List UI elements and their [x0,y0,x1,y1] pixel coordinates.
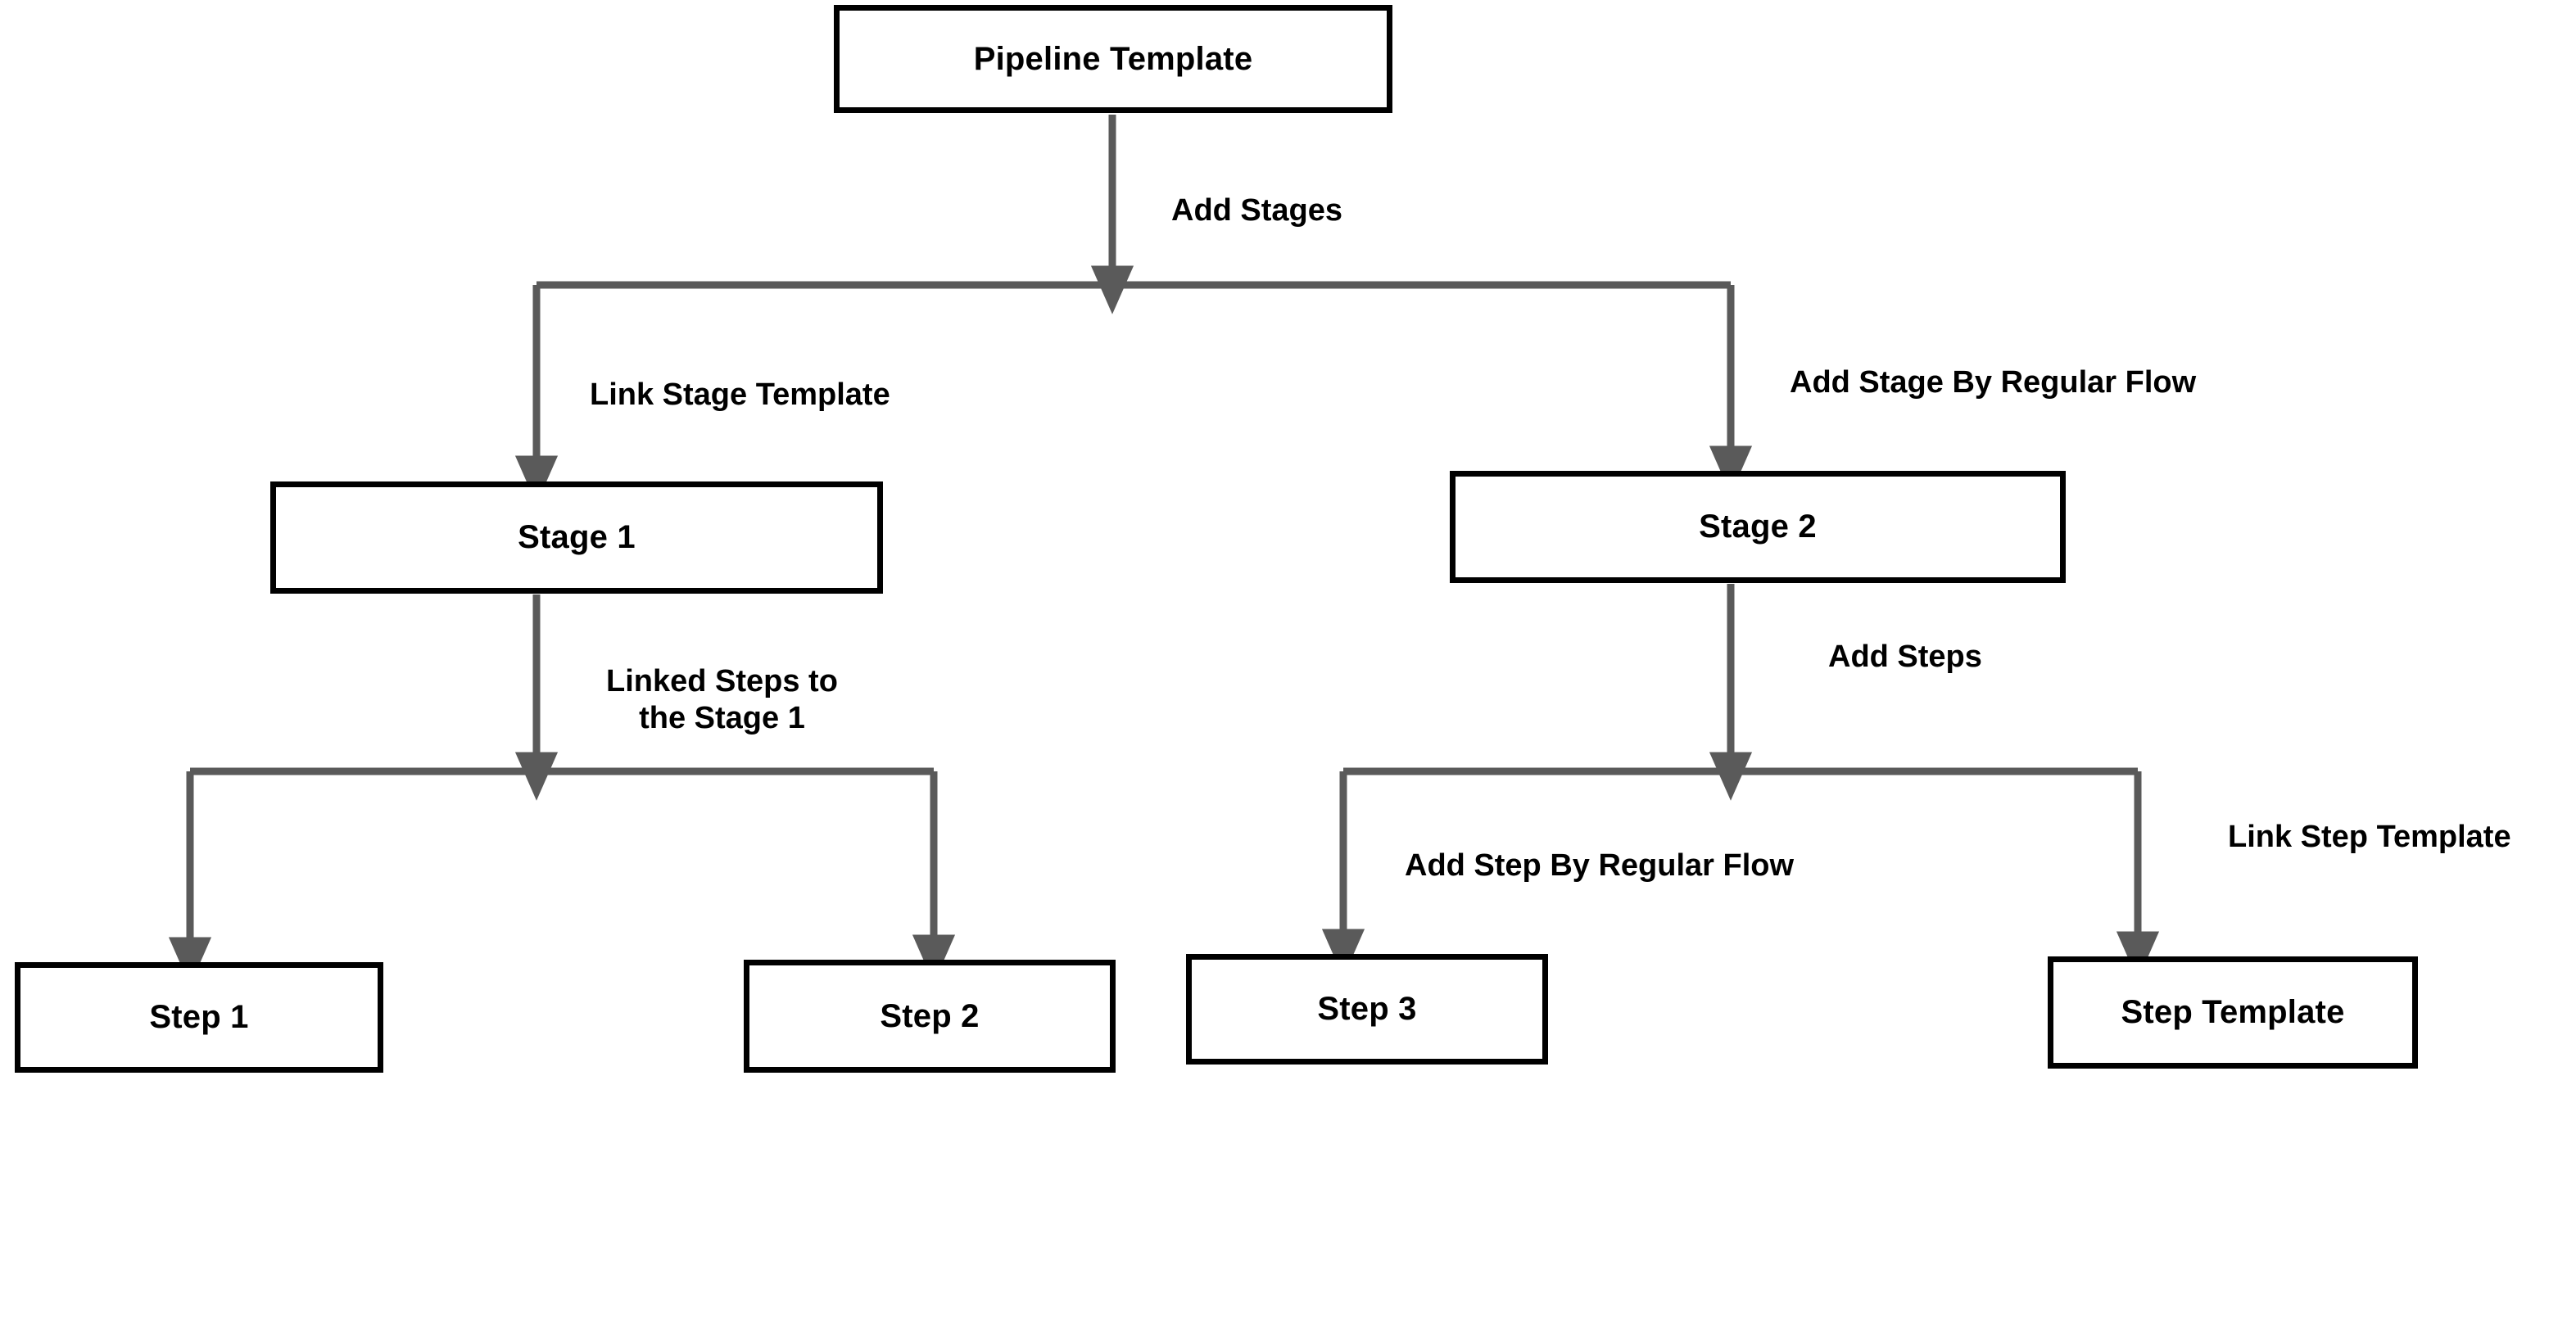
edge-label-add-stage-by-regular-flow: Add Stage By Regular Flow [1790,365,2197,400]
node-stage-2-label: Stage 2 [1699,509,1817,545]
node-step-1-label: Step 1 [149,999,249,1035]
edge-label-linked-steps-to-stage-1: Linked Steps to the Stage 1 [606,664,838,735]
node-pipeline-template-label: Pipeline Template [973,40,1253,77]
connector-pipeline-to-stage-bus [536,115,1731,314]
node-step-template[interactable]: Step Template [2048,956,2418,1069]
node-stage-1-label: Stage 1 [518,519,636,555]
node-step-1[interactable]: Step 1 [15,962,383,1073]
node-step-2[interactable]: Step 2 [744,960,1116,1073]
node-pipeline-template[interactable]: Pipeline Template [834,5,1392,113]
edge-label-link-stage-template: Link Stage Template [590,377,890,412]
edge-label-link-step-template: Link Step Template [2228,820,2511,854]
edge-label-add-stages: Add Stages [1171,193,1343,228]
node-stage-2[interactable]: Stage 2 [1450,471,2066,583]
edge-label-add-steps: Add Steps [1828,640,1982,674]
node-step-template-label: Step Template [2121,994,2345,1030]
edge-label-add-step-by-regular-flow: Add Step By Regular Flow [1405,848,1795,883]
node-step-3[interactable]: Step 3 [1186,954,1548,1065]
node-step-3-label: Step 3 [1317,991,1417,1027]
connector-stage-2-to-step-bus [1343,584,2138,801]
node-step-2-label: Step 2 [880,997,980,1034]
node-stage-1[interactable]: Stage 1 [270,481,883,594]
